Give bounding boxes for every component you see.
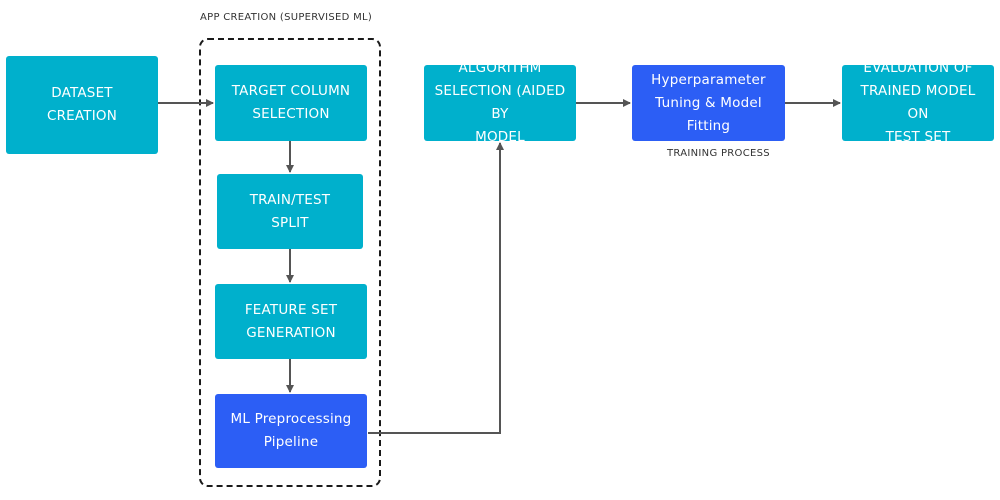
- node-dataset-creation-label: DATASET CREATION: [46, 85, 118, 124]
- node-evaluation-label: EVALUATION OF TRAINED MODEL ON TEST SET: [860, 60, 976, 145]
- arrow-preprocessing-to-algorithm: [368, 142, 504, 434]
- node-target-column-selection: TARGET COLUMN SELECTION: [215, 65, 367, 141]
- node-ml-preprocessing-pipeline-label: ML Preprocessing Pipeline: [230, 411, 352, 450]
- node-feature-set-generation-label: FEATURE SET GENERATION: [244, 301, 338, 341]
- node-algorithm-selection-label: ALGORITHM SELECTION (AIDED BY MODEL: [434, 60, 566, 145]
- node-train-test-split: TRAIN/TEST SPLIT: [217, 174, 363, 249]
- node-algorithm-selection: ALGORITHM SELECTION (AIDED BY MODEL: [424, 60, 576, 145]
- node-evaluation: EVALUATION OF TRAINED MODEL ON TEST SET: [842, 60, 994, 145]
- node-train-test-split-label: TRAIN/TEST SPLIT: [249, 191, 331, 231]
- node-hyperparameter-tuning-label: Hyperparameter Tuning & Model Fitting: [651, 71, 766, 134]
- app-creation-group: [199, 38, 381, 487]
- node-target-column-selection-label: TARGET COLUMN SELECTION: [231, 83, 351, 122]
- node-hyperparameter-tuning: Hyperparameter Tuning & Model Fitting: [632, 65, 785, 141]
- training-process-label: TRAINING PROCESS: [667, 148, 770, 159]
- node-dataset-creation: DATASET CREATION: [6, 56, 158, 154]
- node-ml-preprocessing-pipeline: ML Preprocessing Pipeline: [215, 394, 367, 468]
- node-feature-set-generation: FEATURE SET GENERATION: [215, 284, 367, 359]
- group-label: APP CREATION (SUPERVISED ML): [200, 12, 373, 23]
